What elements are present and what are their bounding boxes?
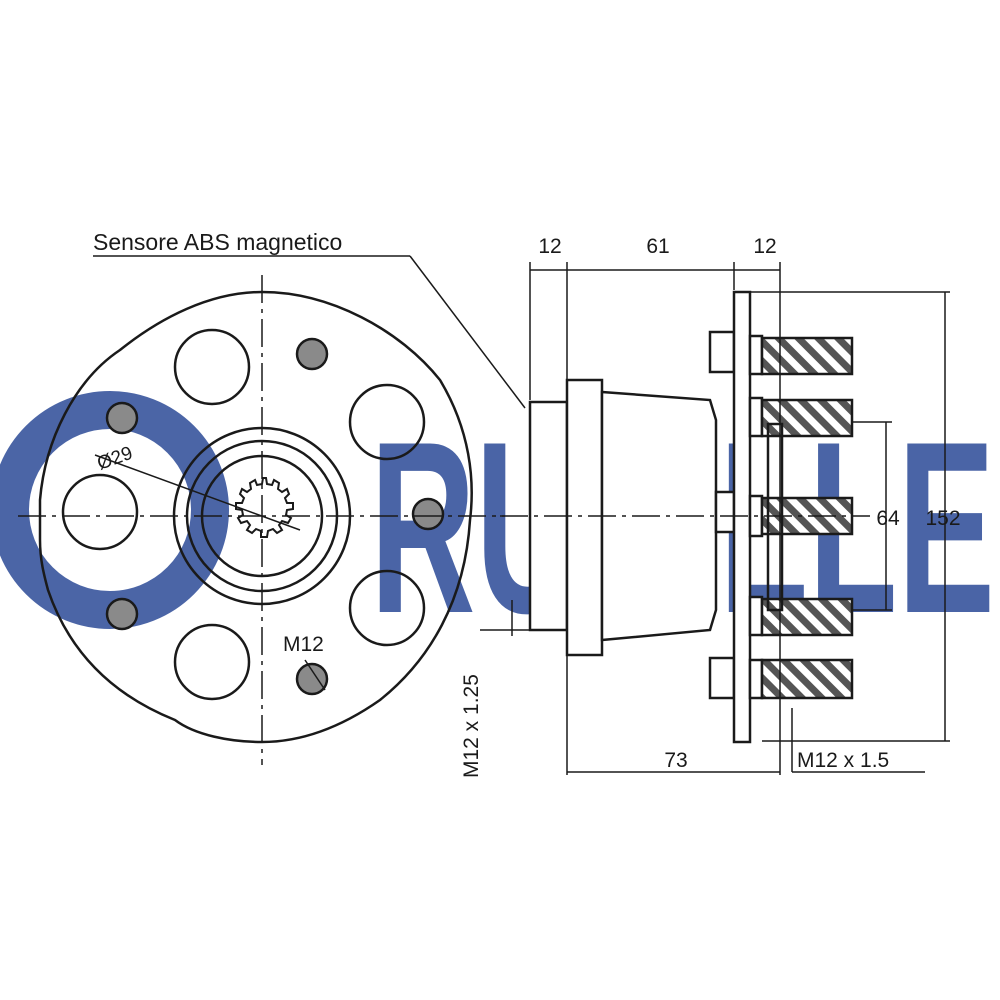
stud-head [748, 658, 764, 700]
m12-leader [304, 659, 326, 691]
thread-label-left: M12 x 1.25 [460, 674, 483, 778]
lightening-hole [348, 383, 426, 461]
thread-label-right: M12 x 1.5 [797, 749, 889, 772]
lightening-hole [173, 328, 251, 406]
dim-label-bottom: 73 [664, 749, 687, 772]
threaded-stud [760, 597, 854, 637]
flange-boss-bottom [708, 656, 736, 700]
bearing-outer-race [565, 378, 604, 657]
dim-label-top-left: 12 [538, 235, 561, 258]
flange-disc [732, 290, 752, 744]
hub-side-view [528, 290, 854, 744]
center-spigot [766, 422, 784, 612]
threaded-stud [760, 398, 854, 438]
dim-label-outer-height: 152 [925, 507, 960, 530]
dimension-lines [480, 262, 950, 775]
hub-front-view [18, 275, 505, 765]
wheel-stud-hole [105, 597, 139, 631]
wheel-stud-hole [105, 401, 139, 435]
lightening-hole [348, 569, 426, 647]
dim-label-top-middle: 61 [646, 235, 669, 258]
wheel-stud-hole [411, 497, 445, 531]
dim-label-inner-height: 64 [876, 507, 900, 530]
flange-boss-top [708, 330, 736, 374]
wheel-stud-hole [295, 662, 329, 696]
hole-thread-label: M12 [283, 633, 324, 656]
flange-outline [38, 290, 473, 744]
threaded-stud [760, 336, 854, 376]
stud-head [748, 334, 764, 376]
flange-boss-center [714, 490, 736, 534]
lightening-hole [173, 623, 251, 701]
stud-head [748, 396, 764, 438]
sensor-label: Sensore ABS magnetico [93, 229, 342, 255]
lightening-hole [61, 473, 139, 551]
wheel-stud-hole [295, 337, 329, 371]
stud-head [748, 595, 764, 637]
diameter-label: Ø29 [95, 443, 136, 475]
diameter-leader [94, 454, 301, 531]
splined-bore [235, 477, 294, 538]
dim-label-top-right: 12 [753, 235, 776, 258]
sensor-leader [409, 255, 526, 409]
threaded-stud [760, 658, 854, 700]
